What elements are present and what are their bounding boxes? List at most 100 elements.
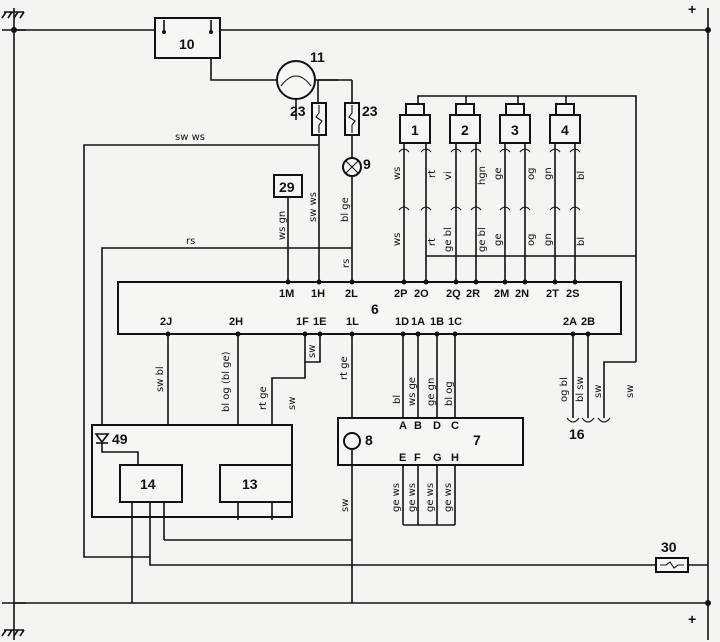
wire-label-rt-ge-left: rt ge — [258, 386, 269, 410]
label-10: 10 — [179, 36, 195, 52]
pin-7C: C — [451, 420, 459, 432]
wire-label-inj1-b: rt — [427, 169, 438, 178]
label-14: 14 — [140, 476, 156, 492]
wire-label-sw-1f: sw — [307, 344, 318, 358]
wire-label-inj4-lower-b: bl — [576, 236, 587, 246]
label-9: 9 — [363, 156, 371, 172]
ground-symbol-bottom — [1, 629, 25, 637]
unit-7-box — [337, 417, 524, 466]
bottom-plus-sign: + — [688, 611, 697, 627]
wire-label-inj2-a: vi — [443, 171, 454, 180]
wire-label-inj4-b: bl — [576, 170, 587, 180]
wire-label-inj4-a: gn — [543, 167, 554, 180]
label-16: 16 — [569, 426, 585, 442]
pin-1M: 1M — [279, 288, 295, 300]
label-injector-4: 4 — [561, 122, 569, 138]
relay-10-box — [154, 17, 221, 59]
wire-label-inj2-b: hgn — [477, 165, 488, 185]
wire-label-ge-ws-e: ge ws — [391, 482, 402, 512]
label-49: 49 — [112, 431, 128, 447]
pin-2R: 2R — [466, 288, 481, 300]
pin-7E: E — [399, 452, 407, 464]
label-injector-1: 1 — [411, 122, 419, 138]
label-injector-2: 2 — [461, 122, 469, 138]
control-unit-6-box — [117, 281, 622, 335]
pin-1A: 1A — [411, 316, 426, 328]
wire-label-rs-vert: rs — [341, 258, 352, 268]
pin-1C: 1C — [448, 316, 463, 328]
wire-label-inj4-lower-a: gn — [543, 233, 554, 246]
pin-1B: 1B — [430, 316, 445, 328]
pin-7A: A — [399, 420, 407, 432]
pin-2L: 2L — [345, 288, 358, 300]
wire-label-bl: bl — [392, 394, 403, 404]
pin-2H: 2H — [229, 316, 244, 328]
wire-label-ws-ge: ws ge — [407, 376, 418, 406]
top-plus-sign: + — [688, 1, 697, 17]
wire-label-bl-og-blge: bl og (bl ge) — [221, 351, 232, 412]
pin-2J: 2J — [160, 316, 173, 328]
label-23-left: 23 — [290, 103, 306, 119]
wire-label-sw-bottom: sw — [340, 498, 351, 512]
wire-label-inj3-a: ge — [493, 167, 504, 181]
wire-label-bl-ge: bl ge — [340, 197, 351, 222]
fuel-pump-11-circle — [276, 60, 316, 100]
wire-label-og-bl: og bl — [559, 377, 570, 402]
wire-label-sw-ws-top: sw ws — [175, 132, 205, 143]
injector-group — [399, 103, 581, 144]
label-13: 13 — [242, 476, 258, 492]
wire-label-bl-sw: bl sw — [575, 376, 586, 402]
module-13-box — [219, 464, 293, 503]
label-6: 6 — [371, 301, 379, 317]
pin-2A: 2A — [563, 316, 578, 328]
pin-7H: H — [451, 452, 459, 464]
wire-label-ge-ws-h: ge ws — [443, 482, 454, 512]
wire-label-ws-gn: ws gn — [277, 210, 288, 240]
pin-7B: B — [414, 420, 422, 432]
label-29: 29 — [279, 179, 295, 195]
wire-label-inj3-b: og — [526, 167, 537, 180]
pin-2N: 2N — [515, 288, 530, 300]
pin-2Q: 2Q — [446, 288, 461, 300]
label-injector-3: 3 — [511, 122, 519, 138]
wire-label-sw-ws: sw ws — [308, 192, 319, 222]
ground-symbol-top — [1, 11, 25, 19]
label-11: 11 — [310, 49, 325, 65]
wire-label-inj1-lower-a: ws — [392, 232, 403, 246]
wire-label-inj2-lower-b: ge bl — [477, 227, 488, 252]
pin-7G: G — [433, 452, 442, 464]
pin-1E: 1E — [313, 316, 327, 328]
pin-1F: 1F — [296, 316, 309, 328]
wire-label-sw-bl: sw bl — [155, 366, 166, 392]
wire-label-inj3-lower-b: og — [526, 233, 537, 246]
label-23-right: 23 — [362, 103, 378, 119]
wire-label-rt-ge-mid: rt ge — [339, 356, 350, 380]
wire-label-ge-gn: ge gn — [426, 377, 437, 406]
wire-label-sw-mid: sw — [287, 396, 298, 410]
wire-label-sw-16: sw — [593, 384, 604, 398]
label-30: 30 — [661, 539, 677, 555]
pin-7F: F — [414, 452, 421, 464]
wire-label-inj1-lower-b: rt — [427, 237, 438, 246]
sensor-8 — [343, 432, 361, 450]
wire-label-bl-og: bl og — [444, 381, 455, 406]
pin-2B: 2B — [581, 316, 596, 328]
pin-1H: 1H — [311, 288, 326, 300]
label-8: 8 — [365, 432, 373, 448]
wire-label-sw-right: sw — [625, 384, 636, 398]
pin-2P: 2P — [394, 288, 408, 300]
wire-label-inj1-a: ws — [392, 166, 403, 180]
pin-1L: 1L — [346, 316, 359, 328]
module-14-box — [119, 464, 183, 503]
pin-1D: 1D — [395, 316, 410, 328]
pin-2M: 2M — [494, 288, 510, 300]
pin-2T: 2T — [546, 288, 559, 300]
pin-2O: 2O — [414, 288, 429, 300]
wire-label-inj2-lower-a: ge bl — [443, 227, 454, 252]
pin-7D: D — [433, 420, 441, 432]
wire-label-ge-ws-g: ge ws — [425, 482, 436, 512]
label-7: 7 — [473, 432, 481, 448]
wire-label-inj3-lower-a: ge — [493, 233, 504, 247]
